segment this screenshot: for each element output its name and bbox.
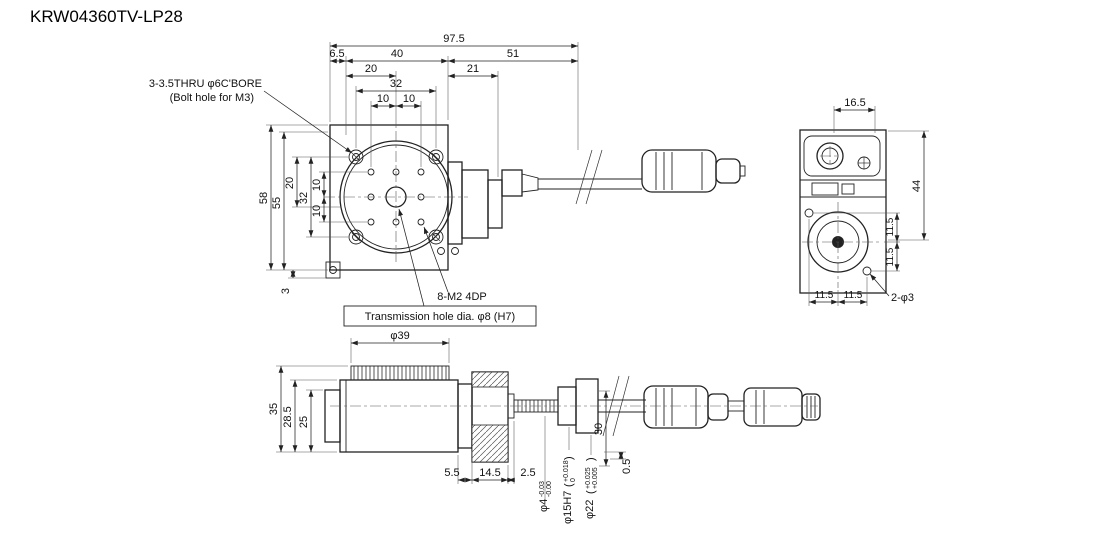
callout-transmission-box — [343, 305, 537, 327]
dim-16-5: 16.5 — [844, 97, 865, 109]
connector-body — [643, 385, 709, 429]
front-view-dimensions: 97.5 6.5 40 51 20 21 32 10 10 58 55 20 — [258, 33, 579, 294]
dim-total-width: 97.5 — [443, 33, 464, 45]
motor-assembly — [437, 161, 539, 255]
side-view-dimensions: 16.5 44 11.5 11.5 11.5 11.5 2-φ3 — [808, 97, 929, 306]
connector-body — [641, 149, 717, 193]
label-pilot-dia: φ15H7 ( +0.018 0 ) — [562, 456, 577, 524]
dim-25: 25 — [298, 416, 310, 428]
dim-20-v: 20 — [284, 177, 296, 189]
dim-5-5: 5.5 — [444, 467, 459, 479]
dim-58: 58 — [258, 192, 270, 204]
dim-30: 30 — [593, 423, 605, 435]
dim-3: 3 — [280, 288, 292, 294]
front-view-geometry — [324, 124, 746, 279]
dim-20-h: 20 — [365, 63, 377, 75]
callout-2-phi3: 2-φ3 — [891, 292, 914, 304]
side-body — [799, 129, 887, 294]
dim-10-a: 10 — [377, 93, 389, 105]
knurled-dial — [350, 365, 450, 381]
dim-44: 44 — [911, 180, 923, 192]
connector-tip — [715, 158, 741, 184]
dim-14-5: 14.5 — [479, 467, 500, 479]
adapter-plate — [457, 383, 473, 449]
bottom-view-geometry — [324, 365, 821, 463]
corner-bolt-holes — [348, 149, 444, 245]
dim-11-5-bottom-left: 11.5 — [815, 290, 834, 301]
callout-bolt-hole-sub: (Bolt hole for M3) — [170, 92, 254, 104]
bottom-body — [339, 379, 459, 453]
dim-21: 21 — [467, 63, 479, 75]
break-mark — [575, 149, 593, 205]
svg-text:): ) — [585, 457, 597, 461]
side-view-geometry — [799, 129, 887, 294]
drawing-title: KRW04360TV-LP28 — [30, 7, 183, 26]
clamp-tab-hole — [329, 266, 337, 274]
side-view: 16.5 44 11.5 11.5 11.5 11.5 2-φ3 — [799, 97, 929, 306]
svg-text:(: ( — [563, 483, 575, 487]
dim-11-5-right-lower: 11.5 — [885, 247, 896, 266]
dim-11-5-bottom-right: 11.5 — [844, 290, 863, 301]
connector-tip — [707, 393, 729, 421]
dim-32-h: 32 — [390, 78, 402, 90]
mating-connector — [743, 387, 803, 427]
dim-10-b: 10 — [403, 93, 415, 105]
svg-text:): ) — [563, 456, 575, 460]
dim-left-offset: 6.5 — [329, 48, 344, 60]
svg-text:0.5: 0.5 — [621, 459, 633, 474]
svg-text:φ22: φ22 — [584, 500, 596, 519]
svg-text:φ15H7: φ15H7 — [562, 491, 574, 524]
dim-phi39: φ39 — [390, 330, 409, 342]
dim-55: 55 — [271, 197, 283, 209]
dim-stage-width: 40 — [391, 48, 403, 60]
callout-transmission: Transmission hole dia. φ8 (H7) — [365, 311, 515, 323]
bottom-view-dimensions: φ39 35 28.5 25 5.5 14.5 2.5 φ4 — [268, 330, 633, 524]
callout-bolt-hole: 3-3.5THRU φ6C'BORE — [149, 78, 262, 90]
svg-text:(: ( — [585, 490, 597, 494]
svg-text:+0.025: +0.025 — [585, 467, 592, 489]
cable-and-connector — [538, 149, 746, 205]
dim-0-5-label: 0.5 — [621, 459, 633, 474]
break-mark — [585, 149, 603, 205]
label-flange-dia: φ22 ( +0.025 +0.005 ) — [584, 457, 599, 519]
callout-tap: 8-M2 4DP — [437, 291, 487, 303]
dim-2-5: 2.5 — [520, 467, 535, 479]
svg-text:-0.03: -0.03 — [539, 481, 546, 497]
dim-28-5: 28.5 — [282, 406, 294, 427]
svg-text:+0.005: +0.005 — [592, 467, 599, 489]
dim-32-v: 32 — [298, 192, 310, 204]
end-cap — [324, 389, 341, 443]
dim-right-width: 51 — [507, 48, 519, 60]
dim-10-d: 10 — [311, 205, 323, 217]
svg-text:-0.00: -0.00 — [546, 481, 553, 497]
mating-connector-nose — [801, 393, 821, 421]
mount-hole — [862, 266, 872, 276]
label-shaft-dia: φ4 -0.03 -0.00 — [538, 481, 553, 512]
svg-text:0: 0 — [570, 478, 577, 482]
svg-text:+0.018: +0.018 — [563, 460, 570, 482]
front-view-callouts: 3-3.5THRU φ6C'BORE (Bolt hole for M3) 8-… — [149, 78, 537, 327]
dim-10-c: 10 — [311, 179, 323, 191]
dim-35: 35 — [268, 403, 280, 415]
bottom-view: φ39 35 28.5 25 5.5 14.5 2.5 φ4 — [268, 330, 821, 524]
mount-hole — [804, 208, 814, 218]
dim-11-5-right-upper: 11.5 — [885, 217, 896, 236]
lock-knob — [816, 142, 844, 170]
svg-text:φ4: φ4 — [538, 499, 550, 512]
front-view: 97.5 6.5 40 51 20 21 32 10 10 58 55 20 — [149, 33, 746, 327]
